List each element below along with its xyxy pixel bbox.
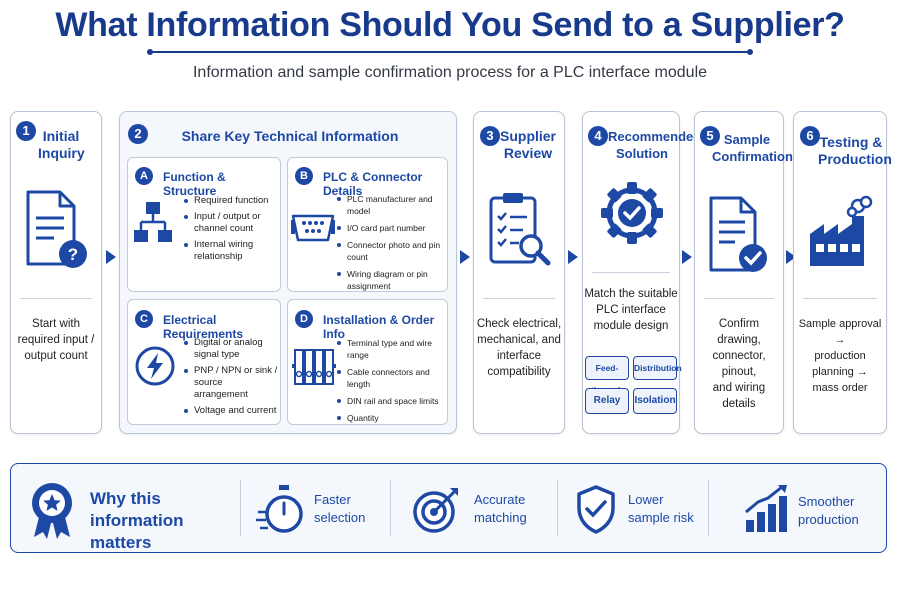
subsection-title: Installation & Order Info	[323, 313, 435, 341]
flow-arrow	[106, 250, 116, 264]
award-badge-icon	[30, 481, 74, 544]
step-5-card	[694, 111, 784, 434]
list-item: Required function	[184, 195, 276, 207]
step-number: 1	[16, 121, 36, 141]
gear-check-icon	[599, 180, 665, 251]
step-divider	[704, 298, 774, 299]
lightning-icon	[134, 345, 176, 392]
hierarchy-icon	[132, 200, 174, 253]
banner-separator	[557, 480, 558, 536]
list-item: Wiring diagram or pin assignment	[337, 268, 445, 292]
step-2-title: Share Key Technical Information	[181, 128, 399, 144]
flow-arrow	[682, 250, 692, 264]
subsection-letter: B	[295, 167, 313, 185]
subsection-a	[127, 157, 281, 292]
list-item: DIN rail and space limits	[337, 395, 445, 407]
list-item: I/O card part number	[337, 222, 445, 234]
list-item: Internal wiring relationship	[184, 239, 276, 263]
step-3-card	[473, 111, 565, 434]
flow-arrow	[460, 250, 470, 264]
page-subtitle: Information and sample confirmation proc…	[192, 64, 708, 81]
chip-relay: Relay	[585, 388, 629, 414]
list-item: Terminal type and wire range	[337, 337, 445, 361]
step-1-card	[10, 111, 102, 434]
subsection-title: Electrical Requirements	[163, 313, 244, 341]
connector-icon	[290, 210, 336, 251]
subsection-c-list: Digital or analog signal type PNP / NPN …	[184, 337, 278, 421]
subsection-a-list: Required function Input / output or chan…	[184, 195, 276, 267]
banner-separator	[390, 480, 391, 536]
subsection-letter: C	[135, 310, 153, 328]
step-6-title: Testing &Production	[818, 134, 892, 167]
step-divider	[803, 298, 877, 299]
list-item: Connector photo and pin count	[337, 239, 445, 263]
chip-distribution: Distribution	[633, 356, 682, 380]
stopwatch-icon	[256, 484, 304, 539]
subsection-title: PLC & Connector Details	[323, 170, 423, 198]
chip-isolation: Isolation	[633, 388, 677, 414]
step-6-card	[793, 111, 887, 434]
list-item: Quantity	[337, 412, 445, 424]
banner-separator	[240, 480, 241, 536]
step-number: 4	[588, 126, 608, 146]
growth-chart-icon	[744, 484, 790, 539]
list-item: Cable connectors and length	[337, 366, 445, 390]
title-underline	[147, 49, 753, 55]
factory-icon	[806, 194, 878, 275]
step-6-description: Sample approval →production planning →ma…	[798, 318, 882, 394]
target-icon	[412, 484, 462, 539]
subsection-title: Function & Structure	[163, 170, 226, 198]
terminal-block-icon	[291, 348, 337, 393]
step-number: 3	[480, 126, 500, 146]
page-title: What Information Should You Send to a Su…	[55, 6, 845, 44]
step-divider	[20, 298, 92, 299]
step-number: 2	[128, 124, 148, 144]
list-item: Digital or analog signal type	[184, 337, 278, 361]
step-5-description: Confirm drawing,connector, pinout,and wi…	[712, 318, 766, 410]
subsection-b-list: PLC manufacturer and model I/O card part…	[337, 193, 445, 297]
list-item: PLC manufacturer and model	[337, 193, 445, 217]
shield-check-icon	[576, 484, 616, 539]
subsection-letter: A	[135, 167, 153, 185]
list-item: PNP / NPN or sink / source arrangement	[184, 365, 278, 401]
list-item: Input / output or channel count	[184, 211, 276, 235]
svg-text:?: ?	[68, 245, 78, 264]
flow-arrow	[568, 250, 578, 264]
list-item: Voltage and current	[184, 405, 278, 417]
chip-feed-through: Feed-through	[585, 356, 629, 395]
step-number: 6	[800, 126, 820, 146]
document-question-icon: ?	[24, 190, 90, 277]
step-divider	[483, 298, 555, 299]
banner-separator	[708, 480, 709, 536]
clipboard-search-icon	[487, 190, 553, 277]
subsection-d-list: Terminal type and wire range Cable conne…	[337, 337, 445, 429]
subsection-letter: D	[295, 310, 313, 328]
document-check-icon	[707, 196, 771, 283]
step-divider	[592, 272, 670, 273]
flow-arrow	[786, 250, 796, 264]
step-number: 5	[700, 126, 720, 146]
